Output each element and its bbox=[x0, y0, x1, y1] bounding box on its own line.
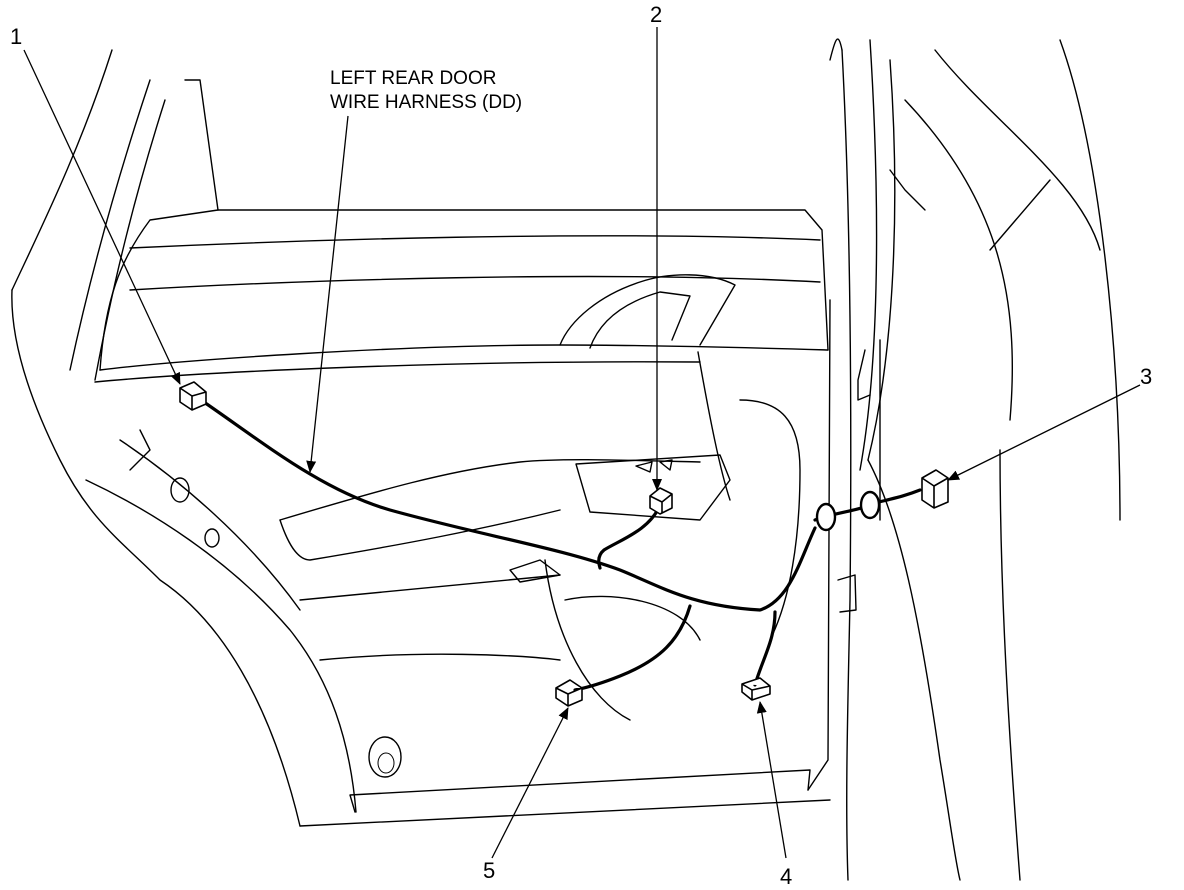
connectors bbox=[179, 381, 949, 707]
grommet-front bbox=[815, 502, 837, 532]
connector-5 bbox=[555, 679, 583, 707]
callout-leaders bbox=[23, 27, 1141, 859]
leader-4 bbox=[756, 701, 787, 859]
connector-3 bbox=[921, 469, 949, 509]
leader-5 bbox=[491, 707, 569, 859]
leader-1 bbox=[23, 49, 181, 385]
leader-title bbox=[306, 115, 349, 473]
grommets bbox=[815, 490, 881, 532]
leader-3 bbox=[947, 384, 1141, 481]
wire-harness bbox=[196, 396, 922, 692]
connector-2 bbox=[649, 487, 673, 515]
connector-4 bbox=[741, 677, 771, 701]
connector-1 bbox=[179, 381, 207, 411]
callout-2: 2 bbox=[650, 2, 662, 27]
door-trim-panel bbox=[94, 79, 831, 791]
title-line-1: LEFT REAR DOOR bbox=[330, 68, 496, 89]
callout-1: 1 bbox=[10, 24, 22, 49]
grommet-rear bbox=[859, 490, 881, 520]
callout-3: 3 bbox=[1140, 364, 1152, 389]
callout-5: 5 bbox=[483, 858, 495, 883]
body-opening-outline bbox=[11, 49, 831, 827]
door-pillar bbox=[829, 38, 1121, 881]
callout-4: 4 bbox=[780, 864, 792, 889]
title-line-2: WIRE HARNESS (DD) bbox=[330, 92, 522, 113]
